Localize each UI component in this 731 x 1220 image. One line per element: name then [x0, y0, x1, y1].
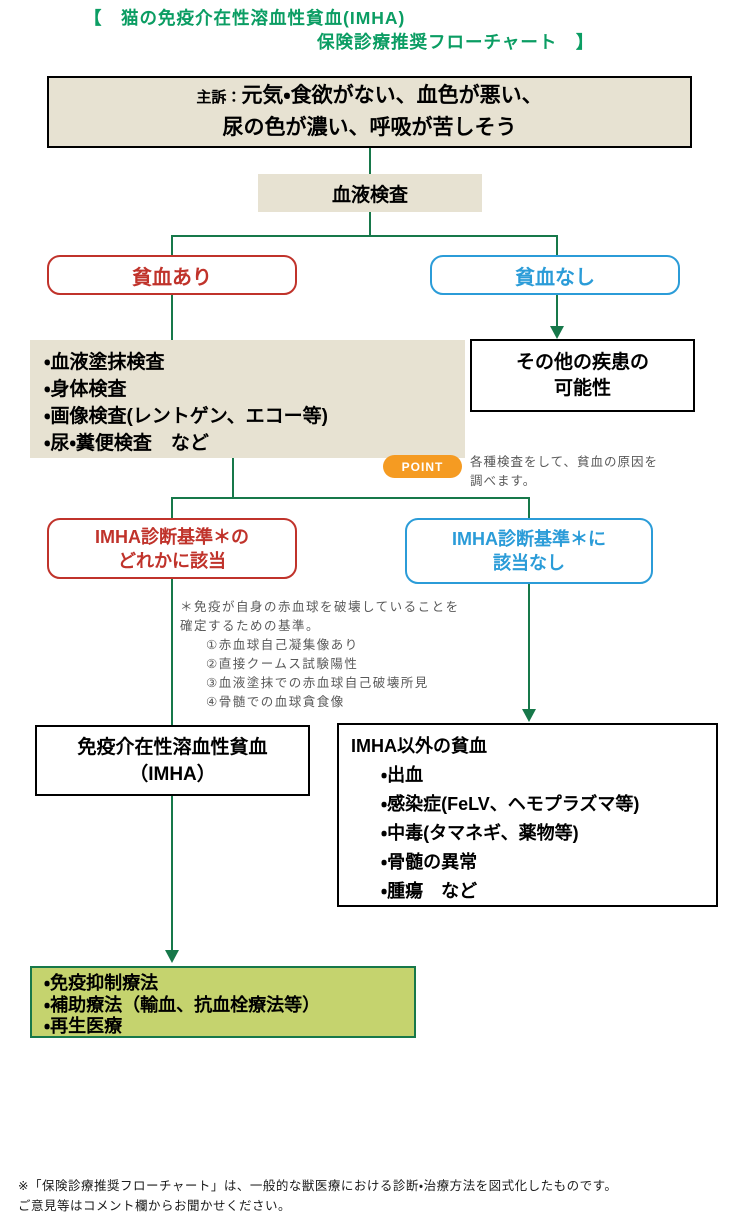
list-item: ④骨髄での血球貪食像	[206, 695, 345, 709]
list-item: ・血液塗抹検査	[44, 352, 165, 373]
connector-branch1-horizontal	[171, 235, 558, 237]
non-imha-title: IMHA以外の貧血	[351, 736, 487, 756]
list-item: ・中毒(タマネギ、薬物等)	[381, 823, 579, 843]
connector-tests-down	[232, 458, 234, 498]
list-item: ・骨髄の異常	[381, 852, 478, 872]
list-item: ・腫瘍 など	[381, 881, 478, 901]
blood-test-box: 血液検査	[258, 174, 482, 212]
page-title-line1: 【 猫の免疫介在性溶血性貧血(IMHA)	[84, 8, 406, 28]
arrow-down-icon	[550, 326, 564, 339]
connector-bloodtest-down	[369, 212, 371, 236]
list-item: ③血液塗抹での赤血球自己破壊所見	[206, 676, 429, 690]
non-imha-anemia-box: IMHA以外の貧血 ・出血 ・感染症(FeLV、ヘモプラズマ等) ・中毒(タマネ…	[337, 723, 718, 907]
page-title-line2: 保険診療推奨フローチャート 】	[317, 32, 595, 52]
list-item: ・画像検査(レントゲン、エコー等)	[44, 406, 328, 427]
connector-imha-to-treatment	[171, 796, 173, 952]
footer-disclaimer: ※「保険診療推奨フローチャート」は、一般的な獣医療における診断・治療方法を図式化…	[18, 1179, 618, 1213]
connector-branch2-left-drop	[171, 497, 173, 725]
list-item: ・免疫抑制療法	[44, 973, 159, 993]
list-item: ・出血	[381, 765, 424, 785]
criteria-footnote: ＊免疫が自身の赤血球を破壊していることを 確定するための基準。 ①赤血球自己凝集…	[180, 598, 460, 712]
imha-criteria-match-box: IMHA診断基準＊の どれかに該当	[47, 518, 297, 579]
other-disease-box: その他の疾患の 可能性	[470, 339, 695, 412]
imha-diagnosis-box: 免疫介在性溶血性貧血 （IMHA）	[35, 725, 310, 796]
anemia-present-box: 貧血あり	[47, 255, 297, 295]
list-item: ・身体検査	[44, 379, 127, 400]
page-title: 【 猫の免疫介在性溶血性貧血(IMHA) 保険診療推奨フローチャート 】	[84, 6, 594, 54]
connector-branch2-horizontal	[171, 497, 530, 499]
chief-complaint-box: 主訴：元気・食欲がない、血色が悪い、 尿の色が濃い、呼吸が苦しそう	[47, 76, 692, 148]
chief-complaint-prefix: 主訴：	[196, 89, 242, 106]
connector-anemia-no-to-other	[556, 295, 558, 327]
list-item: ②直接クームス試験陽性	[206, 657, 359, 671]
point-badge: POINT	[383, 455, 462, 478]
chief-complaint-line1: 主訴：元気・食欲がない、血色が悪い、	[196, 84, 543, 107]
list-item: ①赤血球自己凝集像あり	[206, 638, 359, 652]
arrow-down-icon	[522, 709, 536, 722]
connector-complaint-to-bloodtest	[369, 148, 371, 175]
list-item: ・感染症(FeLV、ヘモプラズマ等)	[381, 794, 640, 814]
connector-branch2-right-drop	[528, 497, 530, 710]
list-item: ・補助療法（輸血、抗血栓療法等）	[44, 994, 321, 1015]
anemia-absent-box: 貧血なし	[430, 255, 680, 295]
chief-complaint-line2: 尿の色が濃い、呼吸が苦しそう	[222, 116, 517, 139]
imha-criteria-no-match-box: IMHA診断基準＊に 該当なし	[405, 518, 653, 584]
arrow-down-icon	[165, 950, 179, 963]
treatment-box: ・免疫抑制療法 ・補助療法（輸血、抗血栓療法等） ・再生医療	[30, 966, 416, 1038]
point-note: 各種検査をして、貧血の原因を 調べます。	[470, 455, 659, 488]
tests-list-box: ・血液塗抹検査 ・身体検査 ・画像検査(レントゲン、エコー等) ・尿・糞便検査 …	[30, 340, 465, 458]
list-item: ・再生医療	[44, 1016, 123, 1036]
connector-branch1-right-drop	[556, 235, 558, 256]
list-item: ・尿・糞便検査 など	[44, 433, 209, 454]
